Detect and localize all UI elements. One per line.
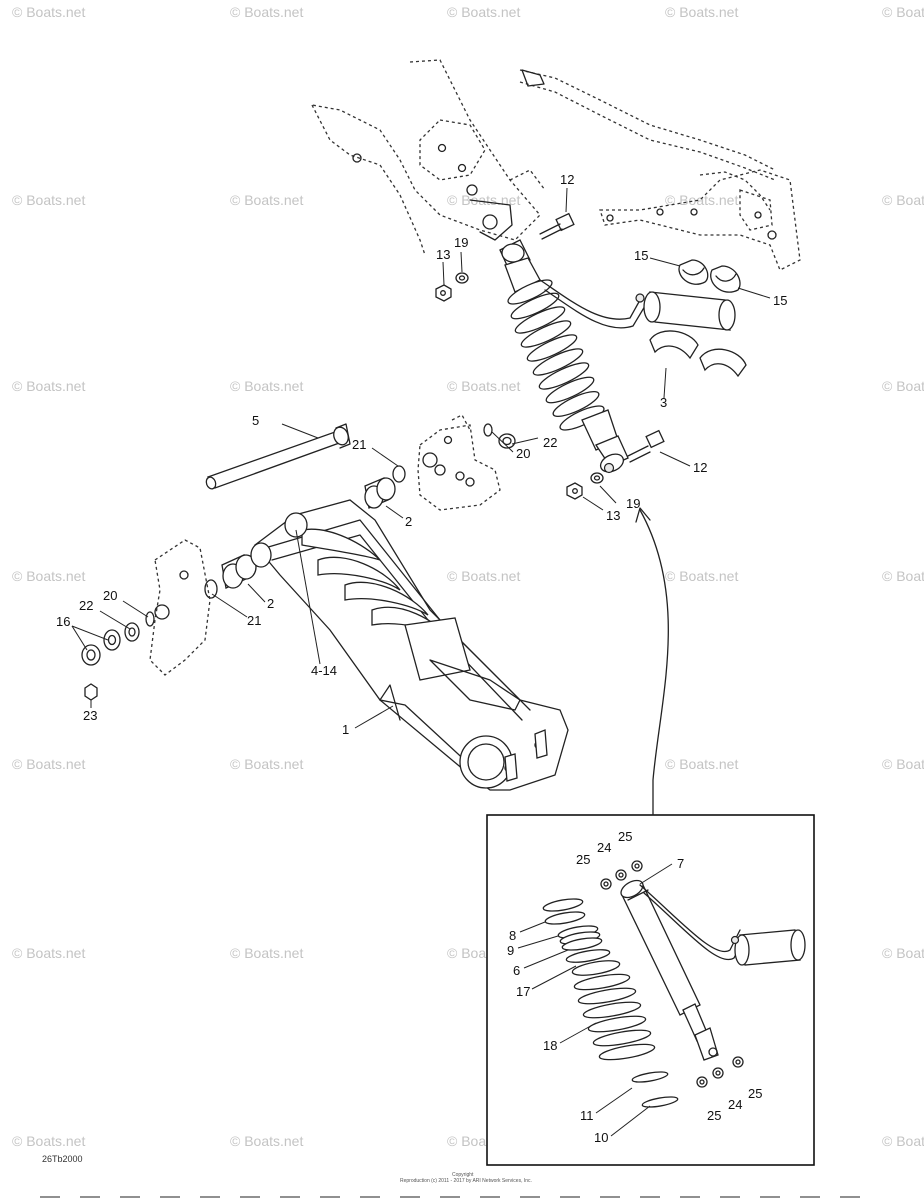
- watermark: © Boats.net: [665, 756, 738, 772]
- right-pivot-bracket: [417, 414, 501, 511]
- watermark: © Boats.net: [12, 945, 85, 961]
- pivot-shaft: [205, 423, 351, 490]
- watermark: © Boats.net: [230, 756, 303, 772]
- callout-8: 8: [509, 928, 516, 943]
- watermark: © Boats.net: [882, 192, 924, 208]
- shock-spring: [507, 279, 605, 431]
- left-pivot-bracket: [149, 539, 211, 676]
- watermark: © Boats.net: [230, 1133, 303, 1149]
- watermark: © Boats.net: [882, 756, 924, 772]
- callout-22: 22: [543, 435, 557, 450]
- leader-lines: [71, 187, 771, 1137]
- shock-top-hardware: [435, 212, 575, 302]
- callout-9: 9: [507, 943, 514, 958]
- diagram-code: 26Tb2000: [42, 1154, 83, 1164]
- callout-4-14: 4-14: [311, 663, 337, 678]
- watermark: © Boats.net: [665, 568, 738, 584]
- callout-19: 19: [454, 235, 468, 250]
- callout-25: 25: [707, 1108, 721, 1123]
- watermark: © Boats.net: [882, 945, 924, 961]
- watermark: © Boats.net: [230, 192, 303, 208]
- callout-13: 13: [606, 508, 620, 523]
- callout-1: 1: [342, 722, 349, 737]
- callout-labels: 12 13 19 15 15 3 5 21 22 20 2 12 19 13 2…: [56, 172, 787, 1145]
- watermark: © Boats.net: [12, 4, 85, 20]
- watermark: © Boats.net: [882, 378, 924, 394]
- watermark: © Boats.net: [230, 4, 303, 20]
- frame-reference-outline: [311, 59, 546, 256]
- watermark: © Boats.net: [882, 4, 924, 20]
- inset-eye-hardware: [600, 860, 744, 1088]
- inset-main-spring: [573, 973, 656, 1061]
- watermark: © Boats.net: [12, 192, 85, 208]
- callout-24: 24: [597, 840, 611, 855]
- callout-15: 15: [773, 293, 787, 308]
- callout-25: 25: [748, 1086, 762, 1101]
- callout-20: 20: [516, 446, 530, 461]
- watermark: © Boats.net: [447, 568, 520, 584]
- callout-11: 11: [580, 1108, 594, 1123]
- callout-19: 19: [626, 496, 640, 511]
- callout-25: 25: [618, 829, 632, 844]
- right-pivot-washers: [392, 423, 516, 483]
- watermark: © Boats.net: [665, 192, 738, 208]
- inset-spring-components: [542, 898, 679, 1108]
- rail-reference-outline: [519, 69, 801, 271]
- callout-5: 5: [252, 413, 259, 428]
- watermark: © Boats.net: [230, 378, 303, 394]
- callout-15: 15: [634, 248, 648, 263]
- callout-21: 21: [247, 613, 261, 628]
- watermark: © Boats.net: [447, 378, 520, 394]
- callout-25: 25: [576, 852, 590, 867]
- callout-7: 7: [677, 856, 684, 871]
- watermark: © Boats.net: [12, 1133, 85, 1149]
- callout-12: 12: [693, 460, 707, 475]
- watermark: © Boats.net: [12, 568, 85, 584]
- copyright-line: Copyright: [452, 1172, 474, 1178]
- left-pivot-hardware: [81, 622, 140, 701]
- rear-shock-absorber: [499, 239, 736, 474]
- shock-bottom-hardware: [566, 429, 665, 500]
- callout-2: 2: [405, 514, 412, 529]
- watermark: © Boats.net: [882, 1133, 924, 1149]
- swing-arm: [250, 499, 569, 791]
- callout-13: 13: [436, 247, 450, 262]
- watermark: © Boats.net: [230, 945, 303, 961]
- callout-22: 22: [79, 598, 93, 613]
- copyright-notice: Reproduction (c) 2011 - 2017 by ARI Netw…: [400, 1178, 532, 1184]
- reservoir-cushions: [649, 330, 747, 378]
- callout-23: 23: [83, 708, 97, 723]
- callout-16: 16: [56, 614, 70, 629]
- callout-3: 3: [660, 395, 667, 410]
- callout-10: 10: [594, 1130, 608, 1145]
- callout-24: 24: [728, 1097, 742, 1112]
- callout-17: 17: [516, 984, 530, 999]
- inset-detail-box: [486, 507, 815, 1166]
- callout-18: 18: [543, 1038, 557, 1053]
- watermark: © Boats.net: [12, 378, 85, 394]
- callout-12: 12: [560, 172, 574, 187]
- inset-shock-body: [620, 879, 806, 1061]
- callout-6: 6: [513, 963, 520, 978]
- watermark: © Boats.net: [447, 4, 520, 20]
- watermark: © Boats.net: [12, 756, 85, 772]
- watermark: © Boats.net: [882, 568, 924, 584]
- callout-21: 21: [352, 437, 366, 452]
- pivot-bushings: [145, 477, 396, 627]
- callout-20: 20: [103, 588, 117, 603]
- watermark: © Boats.net: [665, 4, 738, 20]
- callout-2: 2: [267, 596, 274, 611]
- reservoir-clamps: [678, 259, 741, 293]
- watermark-grid: © Boats.net © Boats.net © Boats.net © Bo…: [12, 4, 924, 1149]
